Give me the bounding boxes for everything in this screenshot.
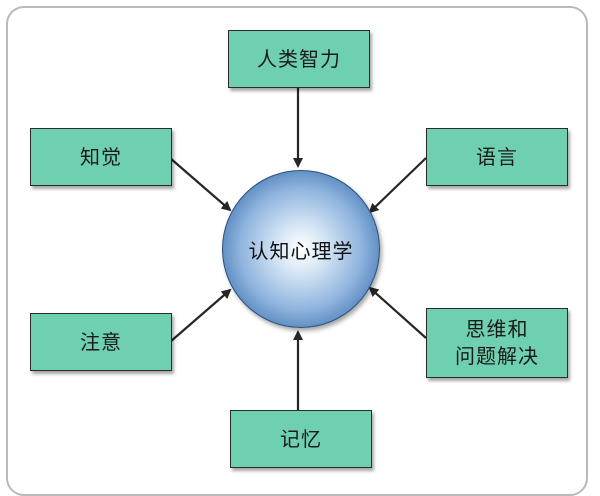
node-thinking-problem-solving: 思维和 问题解决 [426,308,568,378]
center-label: 认知心理学 [248,238,354,263]
arrow-right-upper [368,157,427,214]
arrows-layer [169,88,427,410]
node-human-intelligence: 人类智力 [228,30,370,88]
node-perception: 知觉 [30,128,172,186]
node-language: 语言 [426,128,568,186]
arrow-left-upper [169,157,232,212]
center-cognitive-psychology: 认知心理学 [222,170,380,328]
node-label-line2: 问题解决 [455,344,539,368]
node-attention: 注意 [30,313,172,371]
node-label: 语言 [476,144,518,169]
arrow-right-lower [368,286,427,339]
arrow-left-lower [169,288,232,343]
node-memory: 记忆 [230,410,372,468]
node-label: 知觉 [80,144,122,169]
node-label: 记忆 [280,426,322,451]
node-label: 人类智力 [257,46,341,71]
node-label-line1: 思维和 [465,317,529,341]
node-label: 注意 [80,329,122,354]
